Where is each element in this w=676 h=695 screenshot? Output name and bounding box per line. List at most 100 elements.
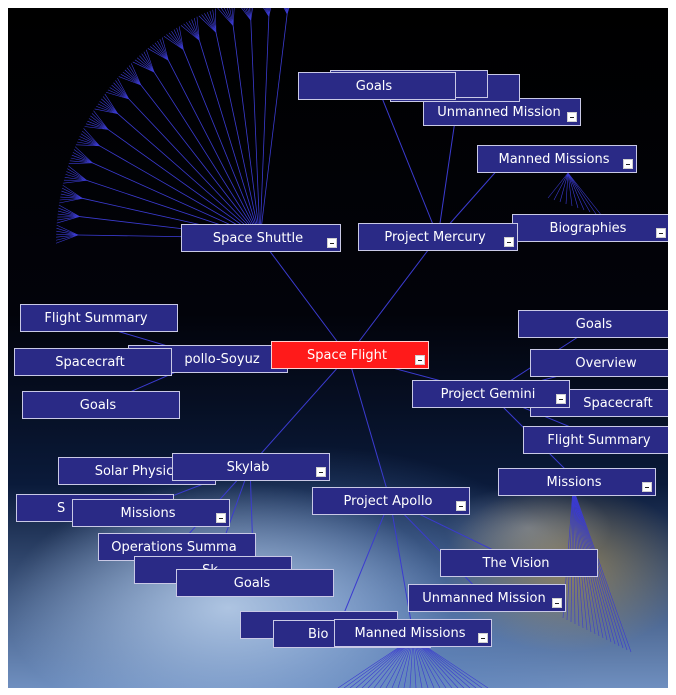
node-unmanned-mission-top[interactable]: Unmanned Mission (423, 98, 581, 126)
node-goals-bottom[interactable]: Goals (176, 569, 334, 597)
collapse-icon[interactable] (504, 237, 514, 247)
node-project-apollo[interactable]: Project Apollo (312, 487, 470, 515)
node-space-shuttle[interactable]: Space Shuttle (181, 224, 341, 252)
tree-edge (377, 87, 439, 238)
tree-edge (267, 8, 270, 17)
tree-edge (167, 60, 261, 239)
node-label: Manned Missions (354, 625, 466, 641)
node-goals-left[interactable]: Goals (22, 391, 180, 419)
node-space-flight-root[interactable]: Space Flight (271, 341, 429, 369)
tree-edge (113, 82, 129, 100)
tree-edge (143, 51, 155, 73)
node-spacecraft-left[interactable]: Spacecraft (14, 348, 172, 376)
node-overview-right[interactable]: Overview (530, 349, 668, 377)
node-missions-right[interactable]: Missions (498, 468, 656, 496)
tree-edge (59, 198, 83, 204)
tree-edge (171, 31, 184, 50)
tree-edge (120, 74, 142, 86)
node-goals-top[interactable]: Goals (298, 72, 456, 100)
node-label: S (57, 500, 66, 516)
tree-edge (547, 172, 569, 199)
node-label: Goals (355, 78, 393, 94)
tree-edge (139, 55, 155, 73)
collapse-icon[interactable] (623, 159, 633, 169)
tree-edge (223, 8, 234, 26)
tree-edge (196, 16, 200, 41)
node-missions-left[interactable]: Missions (72, 499, 230, 527)
tree-edge (128, 65, 142, 86)
tree-edge (149, 46, 169, 61)
tree-edge (68, 162, 93, 165)
node-label: Unmanned Mission (437, 104, 561, 120)
node-manned-missions-top[interactable]: Manned Missions (477, 145, 637, 173)
node-skylab[interactable]: Skylab (172, 453, 330, 481)
tree-edge (87, 120, 109, 130)
tree-edge (176, 27, 184, 50)
node-label: Skylab (226, 459, 270, 475)
node-label: The Vision (482, 555, 550, 571)
tree-edge (245, 8, 252, 21)
tree-edge (159, 39, 169, 61)
tree-edge (268, 8, 272, 17)
tree-edge (572, 487, 632, 653)
node-biographies-top[interactable]: Biographies (512, 214, 668, 242)
tree-edge (66, 171, 87, 181)
tree-edge (124, 69, 142, 86)
tree-edge (259, 16, 270, 239)
tree-edge (147, 48, 169, 61)
tree-edge (101, 98, 118, 114)
tree-edge (217, 8, 234, 26)
tree-edge (173, 29, 184, 50)
tree-edge (157, 40, 169, 61)
node-label: pollo-Soyuz (184, 351, 260, 367)
tree-edge (99, 101, 118, 114)
tree-edge (268, 8, 270, 17)
tree-edge (60, 196, 83, 199)
collapse-icon[interactable] (556, 394, 566, 404)
collapse-icon[interactable] (456, 501, 466, 511)
tree-edge (57, 216, 80, 221)
tree-edge (161, 37, 169, 61)
node-label: Project Apollo (343, 493, 433, 509)
tree-edge (186, 22, 200, 41)
tree-edge (136, 57, 155, 73)
collapse-icon[interactable] (316, 467, 326, 477)
node-label: Goals (233, 575, 271, 591)
node-label: Space Shuttle (212, 230, 304, 246)
tree-edge (553, 172, 569, 201)
collapse-icon[interactable] (642, 482, 652, 492)
tree-edge (126, 67, 142, 86)
tree-edge (337, 499, 391, 629)
tree-edge (109, 87, 129, 100)
node-project-gemini[interactable]: Project Gemini (412, 380, 570, 408)
collapse-icon[interactable] (567, 112, 577, 122)
tree-edge (57, 210, 80, 217)
tree-edge (241, 8, 252, 21)
node-manned-missions-bottom[interactable]: Manned Missions (334, 619, 492, 647)
tree-edge (56, 216, 80, 224)
collapse-icon[interactable] (478, 633, 488, 643)
collapse-icon[interactable] (216, 513, 226, 523)
node-the-vision[interactable]: The Vision (440, 549, 598, 577)
node-flight-summary-left[interactable]: Flight Summary (20, 304, 178, 332)
node-flight-summary-right[interactable]: Flight Summary (523, 426, 668, 454)
collapse-icon[interactable] (327, 238, 337, 248)
node-unmanned-mission-bottom[interactable]: Unmanned Mission (408, 584, 566, 612)
tree-edge (97, 103, 118, 114)
tree-edge (74, 146, 93, 164)
collapse-icon[interactable] (656, 228, 666, 238)
hyperbolic-tree-view[interactable]: Unmanned Mission Goals Manned Missions B… (8, 8, 668, 688)
tree-edge (58, 207, 80, 217)
collapse-icon[interactable] (415, 355, 425, 365)
node-goals-right[interactable]: Goals (518, 310, 668, 338)
tree-edge (62, 184, 83, 199)
tree-edge (229, 8, 234, 26)
node-label: Flight Summary (44, 310, 148, 326)
collapse-icon[interactable] (552, 598, 562, 608)
tree-edge (78, 138, 100, 147)
tree-edge (249, 355, 349, 467)
tree-edge (193, 18, 200, 41)
tree-edge (61, 187, 83, 199)
node-project-mercury[interactable]: Project Mercury (358, 223, 518, 251)
tree-edge (69, 160, 93, 164)
